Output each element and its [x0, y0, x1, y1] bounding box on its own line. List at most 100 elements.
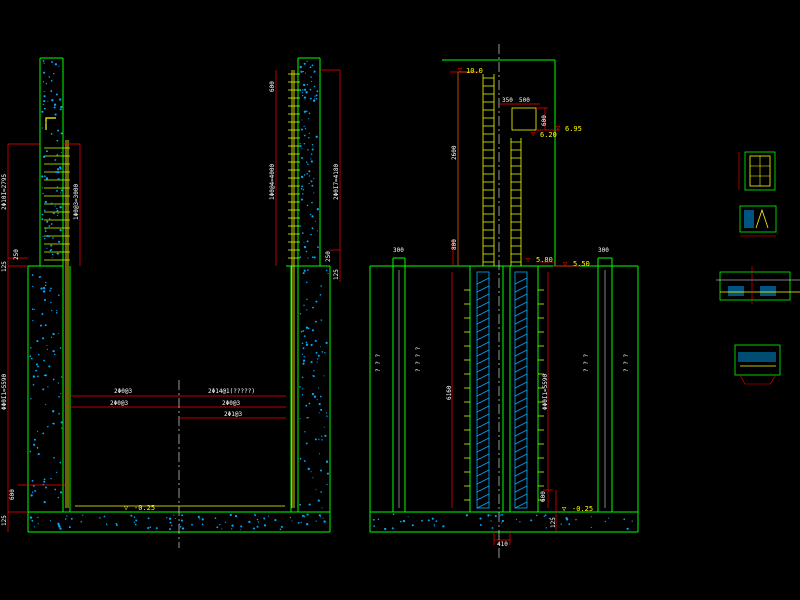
hatch-dot	[36, 446, 39, 449]
hatch-dot	[41, 213, 44, 216]
hatch-dot	[35, 369, 37, 372]
dim-350: 350	[502, 97, 513, 104]
hatch-dot	[372, 518, 375, 521]
elevation-left: ▽	[124, 504, 129, 512]
hatch-dot	[33, 526, 36, 528]
detail-2	[739, 205, 777, 237]
dim-left-250: 250	[13, 249, 20, 260]
drawing-tick	[476, 493, 490, 501]
hatch-dot	[501, 514, 504, 516]
hatch-dot	[305, 341, 308, 344]
hatch-dot	[303, 96, 307, 99]
hatch-dot	[60, 132, 63, 135]
hatch-dot	[321, 439, 323, 441]
hatch-dot	[179, 526, 182, 528]
hatch-dot	[306, 281, 308, 283]
hatch-dot	[314, 98, 316, 100]
hatch-dot	[61, 151, 63, 153]
hatch-dot	[57, 523, 60, 526]
drawing-tick	[514, 461, 528, 469]
hatch-dot	[313, 256, 316, 259]
left-section: 2Φ10Ι=2795 250 125 ΦΦ0Ι1=5590 600 125 1Φ…	[1, 57, 341, 548]
hatch-dot	[52, 237, 54, 239]
hatch-dot	[45, 404, 47, 406]
hatch-dot	[42, 81, 45, 83]
hatch-dot	[52, 378, 55, 381]
hatch-dot	[31, 274, 34, 276]
hatch-dot	[257, 521, 260, 523]
hatch-dot	[43, 62, 45, 64]
hatch-dot	[31, 308, 34, 311]
hatch-dot	[319, 453, 321, 455]
hatch-dot	[70, 517, 73, 520]
drawing-tick	[476, 445, 490, 453]
hatch-dot	[309, 88, 312, 91]
hatch-dot	[321, 435, 323, 437]
hatch-dot	[314, 320, 317, 323]
hatch-dot	[320, 319, 323, 321]
hatch-dot	[322, 517, 324, 519]
hatch-dot	[42, 286, 46, 290]
hatch-dot	[318, 514, 321, 517]
drawing-tick	[514, 397, 528, 405]
hatch-dot	[60, 105, 63, 109]
dim-right-125: 125	[333, 269, 340, 280]
hatch-dot	[45, 281, 47, 284]
hatch-dot	[491, 527, 494, 529]
hatch-dot	[231, 528, 233, 530]
hatch-dot	[48, 225, 51, 227]
hatch-dot	[300, 198, 304, 201]
hatch-dot	[433, 525, 436, 527]
stirrup-ticks-right	[288, 73, 300, 259]
hatch-dot	[315, 351, 318, 354]
hatch-dot	[44, 284, 47, 287]
hatch-dot	[305, 343, 309, 346]
hatch-dot	[318, 438, 320, 440]
hatch-dot	[29, 516, 33, 519]
hatch-dot	[49, 520, 51, 522]
hatch-dot	[55, 93, 58, 96]
hatch-dot	[519, 521, 521, 523]
hatch-dot	[41, 175, 44, 178]
text-col-a: ? ? ?	[375, 354, 382, 372]
hatch-dot	[50, 248, 53, 251]
hatch-dot	[321, 507, 323, 509]
drawing-tick	[476, 405, 490, 413]
hatch-dot	[59, 228, 62, 232]
hatch-dot	[312, 375, 314, 377]
hatch-dot	[64, 518, 67, 520]
hatch-dot	[57, 129, 60, 132]
hatch-dot	[316, 230, 318, 232]
hatch-dot	[530, 519, 533, 522]
hatch-dot	[306, 513, 309, 516]
hatch-dot	[310, 160, 313, 163]
hatch-dot	[310, 153, 313, 155]
elev-695-value: 6.95	[565, 125, 582, 133]
hatch-dot	[43, 71, 46, 74]
hatch-dot	[310, 233, 312, 236]
pier-ladder-ticks	[483, 77, 521, 263]
detail-3	[716, 266, 800, 304]
hatch-dot	[45, 486, 47, 489]
drawing-tick	[476, 301, 490, 309]
drawing-tick	[476, 357, 490, 365]
hatch-dot	[321, 351, 324, 353]
dim-lower-right: ΦΦ0Ι1=5590	[542, 373, 549, 410]
hatch-dot	[47, 235, 51, 238]
hatch-dot	[302, 359, 306, 362]
hatch-dot	[308, 175, 310, 177]
hatch-dot	[256, 525, 259, 528]
drawing-tick	[476, 413, 490, 421]
hatch-dot	[168, 528, 172, 531]
hatch-dot	[39, 324, 43, 327]
hatch-dot	[54, 205, 56, 207]
drawing-tick	[476, 501, 490, 509]
hatch-dot	[435, 520, 438, 522]
hatch-dot	[310, 180, 313, 183]
hatch-dot	[105, 523, 108, 525]
hatch-dot	[608, 517, 610, 519]
elevation-right-marker: ▽	[562, 505, 567, 513]
hatch-dot	[29, 450, 32, 453]
drawing-tick	[514, 285, 528, 293]
hatch-dot	[299, 418, 301, 420]
